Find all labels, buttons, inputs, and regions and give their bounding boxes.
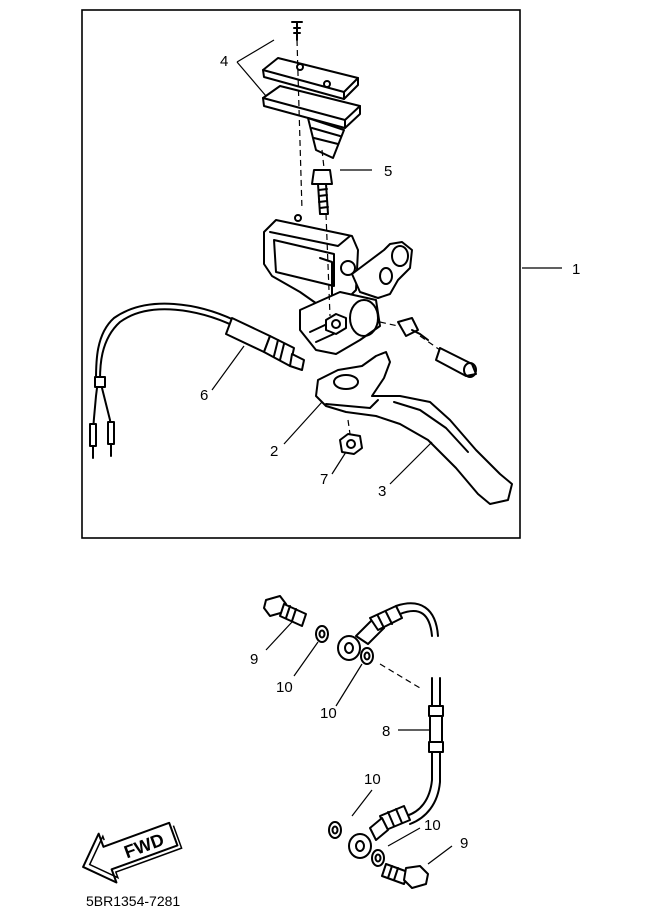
callout-7: 7 <box>320 471 328 488</box>
callout-10-lower-b: 10 <box>424 817 441 834</box>
callout-2: 2 <box>270 443 278 460</box>
callout-9-upper: 9 <box>250 651 258 668</box>
callout-3: 3 <box>378 483 386 500</box>
callout-4: 4 <box>220 53 228 70</box>
fwd-arrow: FWD <box>82 821 183 884</box>
brake-lever-part-3 <box>315 351 513 505</box>
lower-leaders <box>265 621 453 865</box>
callout-10-upper-b: 10 <box>320 705 337 722</box>
callout-10-lower-a: 10 <box>364 771 381 788</box>
callout-9-lower: 9 <box>460 835 468 852</box>
brake-switch-part-6 <box>89 302 305 459</box>
master-cylinder-body <box>263 214 413 355</box>
callout-1: 1 <box>572 261 580 278</box>
leaders <box>211 39 562 485</box>
assembly-frame <box>81 9 521 539</box>
callout-10-upper-a: 10 <box>276 679 293 696</box>
drawing-code: 5BR1354-7281 <box>86 893 180 909</box>
assembly-lines <box>296 39 441 435</box>
callout-8: 8 <box>382 723 390 740</box>
bolt-part-5 <box>311 169 333 215</box>
brake-hose-part-8 <box>263 595 444 889</box>
callout-5: 5 <box>384 163 392 180</box>
callout-6: 6 <box>200 387 208 404</box>
reservoir-cap-set <box>262 21 361 159</box>
switch-parts <box>397 317 477 378</box>
